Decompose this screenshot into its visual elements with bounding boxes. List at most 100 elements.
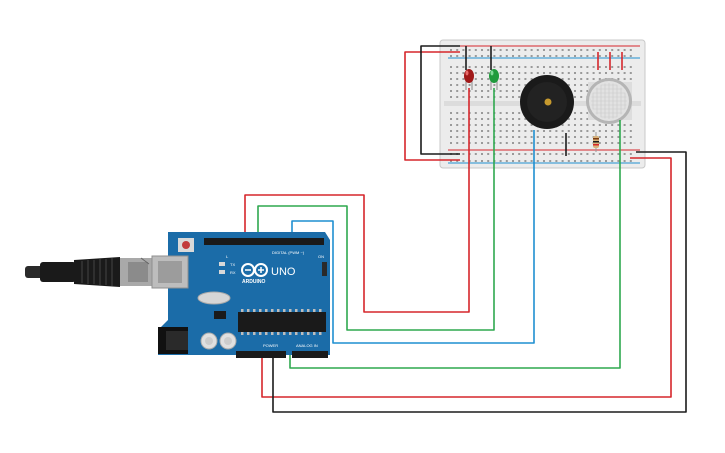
breadboard-hole xyxy=(518,96,521,98)
resistor[interactable] xyxy=(593,132,599,152)
breadboard-hole xyxy=(567,78,570,80)
breadboard-hole xyxy=(611,124,614,126)
breadboard-hole xyxy=(462,136,465,138)
breadboard-hole xyxy=(474,66,477,68)
breadboard-hole xyxy=(487,130,490,132)
breadboard-hole xyxy=(487,55,490,57)
chip-pin xyxy=(301,332,304,335)
sensor-mesh xyxy=(591,83,627,119)
breadboard-hole xyxy=(623,55,626,57)
chip-pin xyxy=(283,332,286,335)
digital-header[interactable] xyxy=(204,238,324,245)
rail-jumpers xyxy=(565,52,623,156)
breadboard-hole xyxy=(629,142,632,144)
breadboard-hole xyxy=(474,124,477,126)
breadboard-hole xyxy=(561,124,564,126)
power-header[interactable] xyxy=(236,351,286,358)
breadboard-hole xyxy=(549,153,552,155)
breadboard-hole xyxy=(586,90,589,92)
breadboard-hole xyxy=(555,153,558,155)
breadboard-hole xyxy=(481,90,483,92)
breadboard-hole xyxy=(493,66,496,68)
breadboard-hole xyxy=(530,66,533,68)
breadboard-hole xyxy=(580,84,583,86)
breadboard-hole xyxy=(474,136,477,138)
power-header-label: POWER xyxy=(263,343,278,348)
chip-pin xyxy=(247,332,250,335)
breadboard-hole xyxy=(592,72,595,74)
breadboard-hole xyxy=(580,136,583,138)
wire-black-rail-left[interactable] xyxy=(420,45,460,155)
breadboard-hole xyxy=(487,118,490,120)
breadboard-hole xyxy=(524,84,527,86)
breadboard-hole xyxy=(605,130,607,132)
gas-sensor[interactable] xyxy=(586,78,632,124)
breadboard-hole xyxy=(592,160,595,162)
breadboard-hole xyxy=(487,160,490,162)
breadboard-hole xyxy=(586,66,589,68)
breadboard-hole xyxy=(505,160,508,162)
breadboard-hole xyxy=(524,124,527,126)
red-led[interactable] xyxy=(464,69,474,90)
breadboard-hole xyxy=(499,160,502,162)
green-led[interactable] xyxy=(489,69,499,90)
wire-green-sensor[interactable] xyxy=(289,120,621,369)
breadboard-hole xyxy=(567,66,570,68)
breadboard-hole xyxy=(518,130,521,132)
board-logo-text: ARDUINO xyxy=(242,279,265,285)
breadboard-hole xyxy=(629,55,632,57)
breadboard-hole xyxy=(543,66,545,68)
breadboard-hole xyxy=(567,72,570,74)
breadboard-hole xyxy=(549,142,552,144)
breadboard-hole xyxy=(487,153,490,155)
breadboard-hole xyxy=(524,72,527,74)
breadboard-hole xyxy=(617,160,620,162)
breadboard-hole xyxy=(456,142,459,144)
breadboard-hole xyxy=(592,78,595,80)
breadboard-hole xyxy=(623,78,626,80)
breadboard-hole xyxy=(543,55,545,57)
breadboard-hole xyxy=(623,66,626,68)
breadboard-hole xyxy=(611,142,614,144)
breadboard-hole xyxy=(598,142,601,144)
chip-pin xyxy=(253,309,256,312)
breadboard-hole xyxy=(605,66,607,68)
breadboard-hole xyxy=(574,55,576,57)
breadboard-hole xyxy=(623,142,626,144)
breadboard-hole xyxy=(617,136,620,138)
breadboard-hole xyxy=(462,130,465,132)
breadboard-hole xyxy=(493,49,496,51)
wire-red-led[interactable] xyxy=(244,88,470,313)
wire-green-led[interactable] xyxy=(257,88,495,331)
breadboard-hole xyxy=(474,142,477,144)
breadboard-hole xyxy=(468,66,471,68)
breadboard-hole xyxy=(524,142,527,144)
breadboard-hole xyxy=(555,66,558,68)
usb-cable[interactable] xyxy=(25,257,152,287)
breadboard-hole xyxy=(505,84,508,86)
breadboard-hole xyxy=(586,55,589,57)
breadboard-hole xyxy=(462,49,465,51)
breadboard-hole xyxy=(474,90,477,92)
analog-header[interactable] xyxy=(292,351,328,358)
chip-pin xyxy=(319,332,322,335)
breadboard-hole xyxy=(574,153,576,155)
wire-black-gnd[interactable] xyxy=(272,151,687,413)
wire-red-power[interactable] xyxy=(261,157,672,398)
breadboard-hole xyxy=(617,153,620,155)
breadboard-hole xyxy=(512,160,514,162)
breadboard-hole xyxy=(481,118,483,120)
breadboard-hole xyxy=(598,124,601,126)
breadboard-hole xyxy=(518,112,521,114)
breadboard-hole xyxy=(605,124,607,126)
breadboard-hole xyxy=(524,118,527,120)
arduino-uno-board[interactable]: ARDUINO UNO DIGITAL (PWM ~) POWER ANALOG… xyxy=(151,232,330,358)
breadboard-hole xyxy=(580,90,583,92)
breadboard-hole xyxy=(456,130,459,132)
wire-red-rail-left[interactable] xyxy=(404,51,460,161)
breadboard-hole xyxy=(543,72,545,74)
wire-blue-buzzer[interactable] xyxy=(291,130,535,344)
chip-pin xyxy=(271,309,274,312)
breadboard-hole xyxy=(543,160,545,162)
piezo-buzzer[interactable] xyxy=(520,75,574,129)
